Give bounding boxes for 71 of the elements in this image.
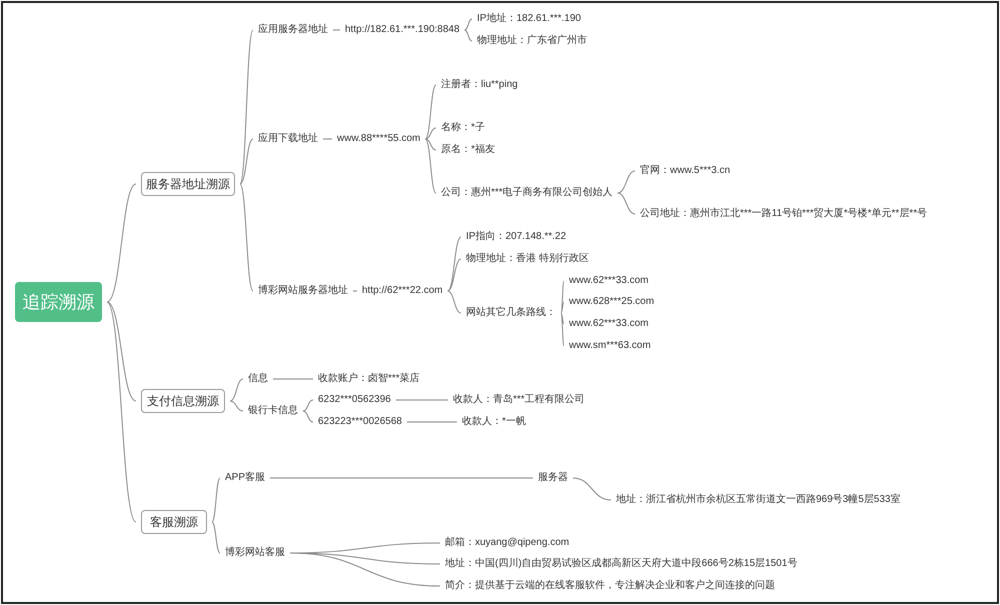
branch-text: 物理地址：广东省广州市 [477,34,587,48]
connector-line [302,410,314,422]
branch-text: 博彩网站服务器地址 [258,284,348,298]
branch-text: 物理地址：香港 特别行政区 [466,252,589,266]
branch-text: 博彩网站客服 [225,546,285,560]
branch-text: 623223***0026568 [318,415,402,429]
connector-line [447,236,462,292]
connector-line [424,84,436,140]
branch-text: 应用下载地址 [258,132,318,146]
branch-text: www.62***33.com [569,274,648,288]
branch-text: http://182.61.***.190:8848 [345,23,460,37]
connector-line [447,258,462,292]
topic-box: 支付信息溯源 [141,389,225,413]
connector-line [302,400,314,412]
connector-line [230,400,244,412]
branch-text: 应用服务器地址 [258,23,328,37]
topic-box: 客服溯源 [141,510,207,534]
branch-text: 服务器 [538,471,568,485]
connector-line [560,312,564,324]
connector-line [617,192,636,214]
branch-text: 官网：www.5***3.cn [640,164,730,178]
branch-text: 收款人：*一帆 [462,415,526,429]
connector-line [106,302,136,402]
branch-text: 名称：*子 [441,121,485,135]
connector-line [240,184,254,292]
connector-line [230,378,244,402]
branch-text: 地址：中国(四川)自由贸易试验区成都高新区天府大道中段666号2栋15层1501号 [445,557,798,571]
connector-line [572,478,612,500]
connector-line [424,138,436,150]
connector-line [106,184,136,302]
branch-text: 注册者：liu**ping [441,78,518,92]
connector-line [447,290,462,314]
branch-text: 网站其它几条路线： [466,306,556,320]
connector-line [560,280,564,314]
connector-line [464,30,472,42]
branch-text: 信息 [248,372,268,386]
connector-line [617,170,636,194]
connector-line [464,18,472,30]
branch-text: 收款人：青岛***工程有限公司 [453,393,585,407]
branch-text: 6232***0562396 [318,393,391,407]
connector-line [240,138,254,184]
branch-text: www.62***33.com [569,317,648,331]
branch-text: IP地址：182.61.***.190 [477,12,581,26]
connector-line [352,290,358,292]
branch-text: 银行卡信息 [248,404,298,418]
topic-box: 服务器地址溯源 [141,172,235,196]
connector-line [106,302,136,522]
branch-text: 收款账户：卤智***菜店 [318,372,420,386]
connector-line [290,552,440,586]
connector-line [212,478,220,522]
branch-text: http://62***22.com [362,284,443,298]
connector-line [240,30,254,184]
connector-line [322,138,332,140]
branch-text: IP指向：207.148.**.22 [466,230,566,244]
branch-text: 原名：*福友 [441,143,495,157]
branch-text: 邮箱：xuyang@qipeng.com [445,536,570,550]
branch-text: 公司地址：惠州市江北***一路11号铂***贸大厦*号楼*单元**层**号 [640,207,928,221]
connector-line [560,302,564,314]
branch-text: www.sm***63.com [569,339,651,353]
connector-line [560,312,564,346]
connector-line [424,138,436,194]
branch-text: www.88****55.com [337,132,420,146]
branch-text: www.628***25.com [569,295,654,309]
root-topic-box: 追踪溯源 [15,282,102,322]
branch-text: APP客服 [225,471,266,485]
connector-line [212,522,220,554]
branch-text: 地址：浙江省杭州市余杭区五常街道文一西路969号3幢5层533室 [616,493,900,507]
branch-text: 公司：惠州***电子商务有限公司创始人 [441,186,613,200]
branch-text: 简介：提供基于云端的在线客服软件，专注解决企业和客户之间连接的问题 [445,579,775,593]
connector-line [424,128,436,140]
connector-line [272,378,314,380]
